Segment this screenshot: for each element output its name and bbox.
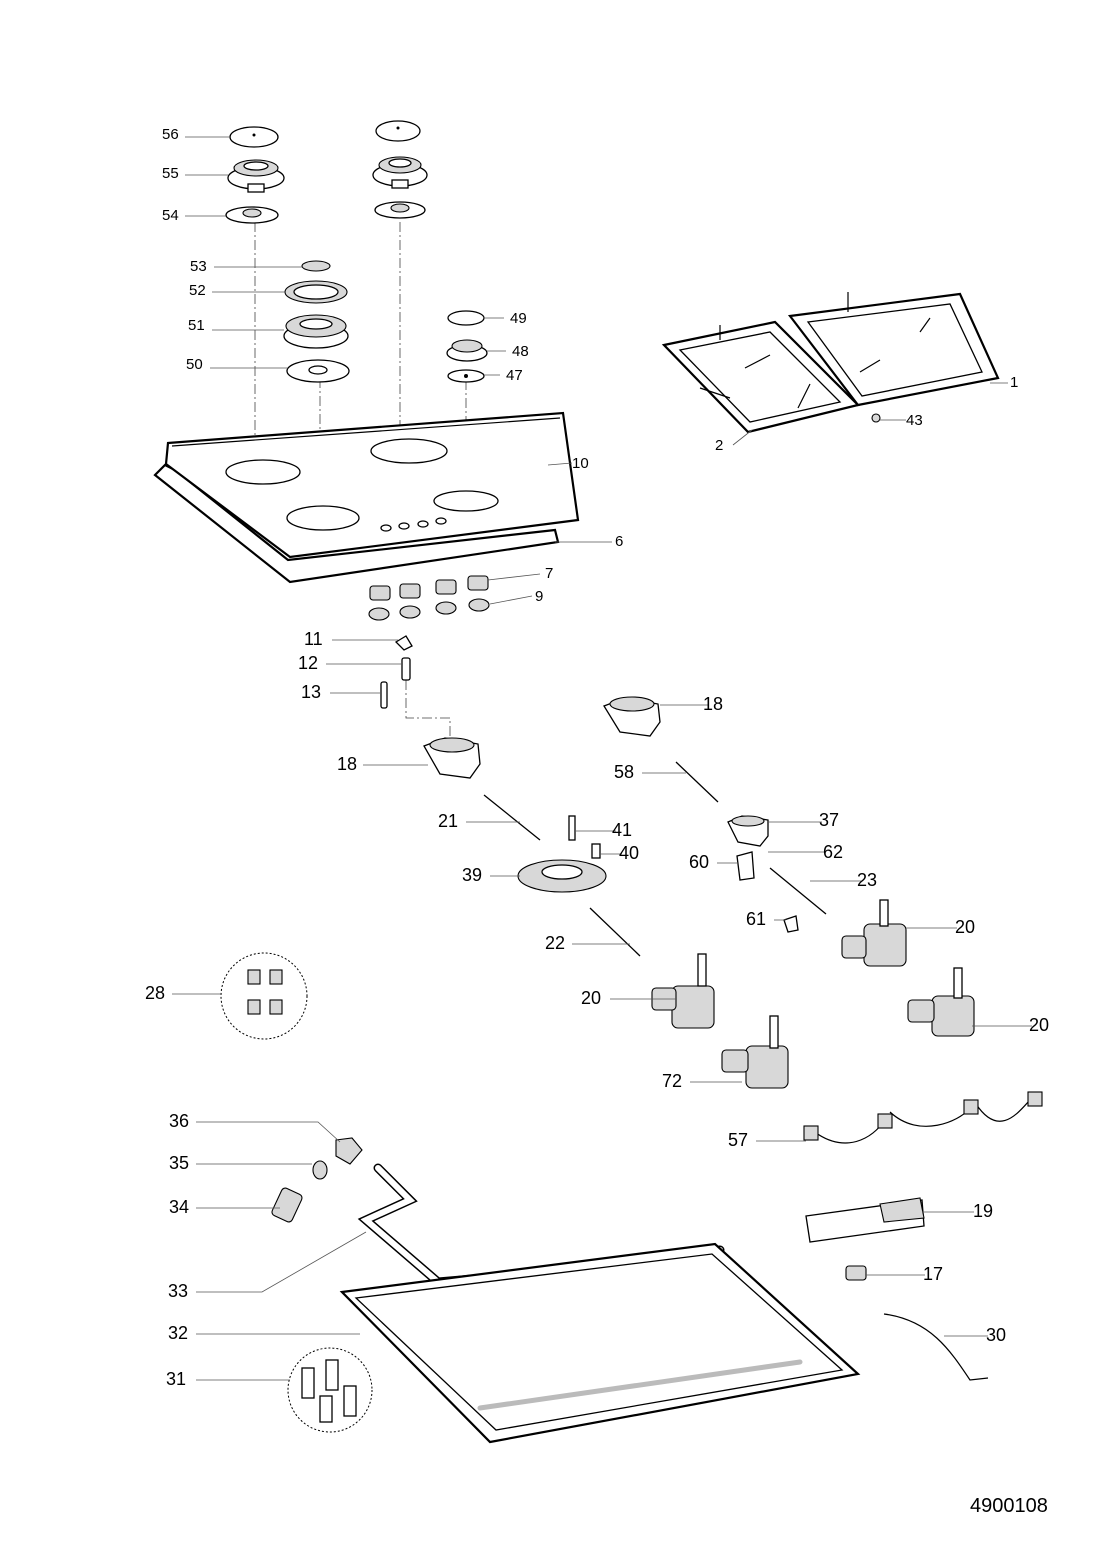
label-12: 12 [298, 653, 318, 673]
electrode-13 [380, 681, 388, 709]
burner-cap-top-right [375, 120, 421, 142]
label-50: 50 [186, 356, 203, 373]
label-32: 32 [168, 1323, 188, 1343]
label-55: 55 [162, 165, 179, 182]
label-34: 34 [169, 1197, 189, 1217]
ignition-wiring-57 [803, 1091, 1043, 1144]
screws-28-detail [220, 952, 308, 1040]
label-18-right: 18 [703, 694, 723, 714]
clip-11 [394, 635, 413, 651]
burner-cap-56 [229, 126, 279, 148]
label-6: 6 [615, 533, 623, 550]
label-11: 11 [304, 629, 323, 649]
part-labels: 56 55 54 53 52 51 50 49 48 47 1 43 2 10 … [145, 126, 1049, 1517]
label-19: 19 [973, 1201, 993, 1221]
label-49: 49 [510, 310, 527, 327]
leader-lines [172, 136, 1032, 1381]
label-17: 17 [923, 1264, 943, 1284]
pan-support-grid [661, 292, 1000, 434]
clip-61 [783, 915, 799, 933]
bottom-tray-32 [339, 1242, 861, 1444]
pipes [483, 761, 827, 957]
part-50 [286, 359, 350, 383]
ignition-unit-19 [805, 1197, 925, 1243]
burner-crown-top-right [372, 156, 428, 189]
label-33: 33 [168, 1281, 188, 1301]
label-1: 1 [1010, 374, 1018, 391]
part-53 [301, 260, 331, 272]
label-30: 30 [986, 1325, 1006, 1345]
injector-40 [591, 843, 601, 859]
label-23: 23 [857, 870, 877, 890]
label-57: 57 [728, 1130, 748, 1150]
label-40: 40 [619, 843, 639, 863]
label-56: 56 [162, 126, 179, 143]
washer-35 [312, 1160, 328, 1180]
elbow-36 [335, 1137, 363, 1165]
burner-base-54 [225, 206, 279, 224]
part-51 [283, 314, 349, 349]
burner-body-18-right [603, 696, 661, 737]
label-10: 10 [572, 455, 589, 472]
label-20-b: 20 [581, 988, 601, 1008]
hob-top-10 [164, 411, 580, 559]
label-20-a: 20 [955, 917, 975, 937]
label-20-c: 20 [1029, 1015, 1049, 1035]
burner-base-top-right [374, 201, 426, 219]
label-41: 41 [612, 820, 632, 840]
label-36: 36 [169, 1111, 189, 1131]
cable-30 [883, 1313, 989, 1381]
clips-31-detail [287, 1347, 373, 1433]
label-62: 62 [823, 842, 843, 862]
valves-20-72 [651, 899, 975, 1089]
label-35: 35 [169, 1153, 189, 1173]
label-72: 72 [662, 1071, 682, 1091]
label-52: 52 [189, 282, 206, 299]
label-13: 13 [301, 682, 321, 702]
label-28: 28 [145, 983, 165, 1003]
clip-60 [736, 851, 755, 881]
label-43: 43 [906, 412, 923, 429]
label-31: 31 [166, 1369, 186, 1389]
label-53: 53 [190, 258, 207, 275]
part-47 [447, 369, 485, 383]
injector-41 [568, 815, 576, 841]
burner-holder-39 [517, 859, 607, 893]
connector-34 [271, 1187, 303, 1223]
burner-body-18-left [423, 737, 481, 779]
electrode-12 [401, 657, 411, 681]
label-37: 37 [819, 810, 839, 830]
label-21: 21 [438, 811, 458, 831]
knobs-7 [369, 575, 489, 601]
label-7: 7 [545, 565, 553, 582]
part-48 [446, 339, 488, 362]
label-39: 39 [462, 865, 482, 885]
label-58: 58 [614, 762, 634, 782]
rings-9 [368, 598, 490, 621]
label-9: 9 [535, 588, 543, 605]
switch-17 [845, 1265, 867, 1281]
label-61: 61 [746, 909, 766, 929]
label-60: 60 [689, 852, 709, 872]
burner-body-37 [727, 815, 769, 847]
label-18-left: 18 [337, 754, 357, 774]
label-54: 54 [162, 207, 179, 224]
label-48: 48 [512, 343, 529, 360]
part-52 [284, 280, 348, 304]
label-2: 2 [715, 437, 723, 454]
screw-43 [871, 413, 881, 423]
label-47: 47 [506, 367, 523, 384]
part-49 [447, 310, 485, 326]
label-22: 22 [545, 933, 565, 953]
burner-crown-55 [227, 159, 285, 193]
label-51: 51 [188, 317, 205, 334]
drawing-number: 4900108 [970, 1495, 1048, 1517]
